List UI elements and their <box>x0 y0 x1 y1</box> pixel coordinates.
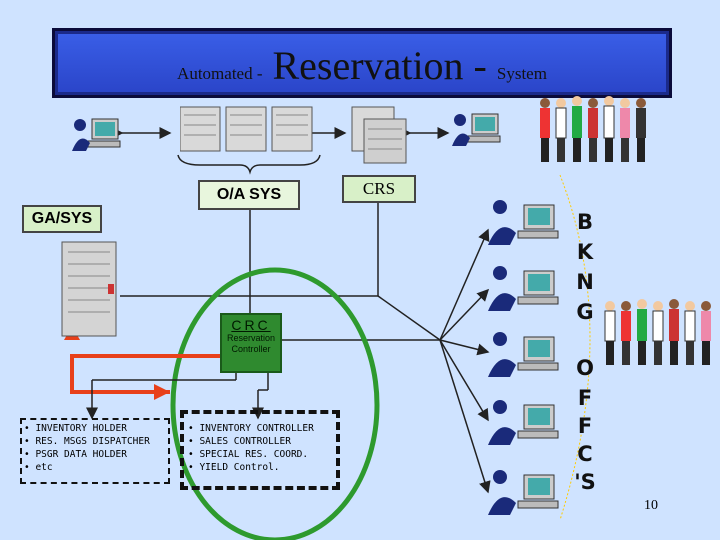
oa-brace <box>177 154 321 175</box>
terminal-agent-icon <box>452 113 501 146</box>
side-letter: K <box>576 240 594 264</box>
ga-sys-label: GA/SYS <box>22 205 102 233</box>
list-item: SALES CONTROLLER <box>188 435 314 448</box>
crc-title: CRC <box>231 317 271 333</box>
list-item: etc <box>24 461 166 474</box>
crc-controller-box: CRC Reservation Controller <box>220 313 282 373</box>
side-letter: F <box>577 386 593 410</box>
ga-functions-list: INVENTORY HOLDER RES. MSGS DISPATCHER PS… <box>20 418 170 484</box>
green-curve <box>170 267 380 540</box>
list-item: INVENTORY HOLDER <box>24 422 166 435</box>
page-number: 10 <box>644 498 658 513</box>
crs-label: CRS <box>342 175 416 203</box>
side-letter: C <box>577 442 593 466</box>
list-item: INVENTORY CONTROLLER <box>188 422 313 435</box>
red-link <box>70 354 220 394</box>
list-item: RES. MSGS DISPATCHER <box>24 435 166 448</box>
list-item: SPECIAL RES. COORD. <box>188 448 314 461</box>
office-terminals <box>487 200 559 516</box>
terminal-agent-icon <box>72 118 121 151</box>
list-item: PSGR DATA HOLDER <box>24 448 166 461</box>
side-letter: F <box>577 414 593 438</box>
crc-line1: Reservation <box>226 333 276 343</box>
crs-server-icon <box>351 106 407 164</box>
side-letter: B <box>576 210 593 234</box>
list-item: YIELD Control. <box>188 461 314 474</box>
crc-line2: Controller <box>231 344 271 354</box>
people-group-icon <box>540 96 646 162</box>
title-main: Reservation - <box>272 43 487 88</box>
title-banner: Automated - Reservation - System <box>52 28 672 98</box>
side-letter: G <box>576 300 594 324</box>
oa-server-icon <box>180 106 313 152</box>
ga-mainframe-icon <box>61 241 117 337</box>
title-right: System <box>496 64 547 83</box>
title-left: Automated - <box>177 64 263 83</box>
oa-sys-label: O/A SYS <box>198 180 300 210</box>
controller-functions-list: INVENTORY CONTROLLER SALES CONTROLLER SP… <box>180 410 340 490</box>
side-letter: O <box>576 356 594 380</box>
people-group-icon <box>604 299 711 365</box>
side-letter: 'S <box>574 470 596 494</box>
side-letter: N <box>576 270 594 294</box>
